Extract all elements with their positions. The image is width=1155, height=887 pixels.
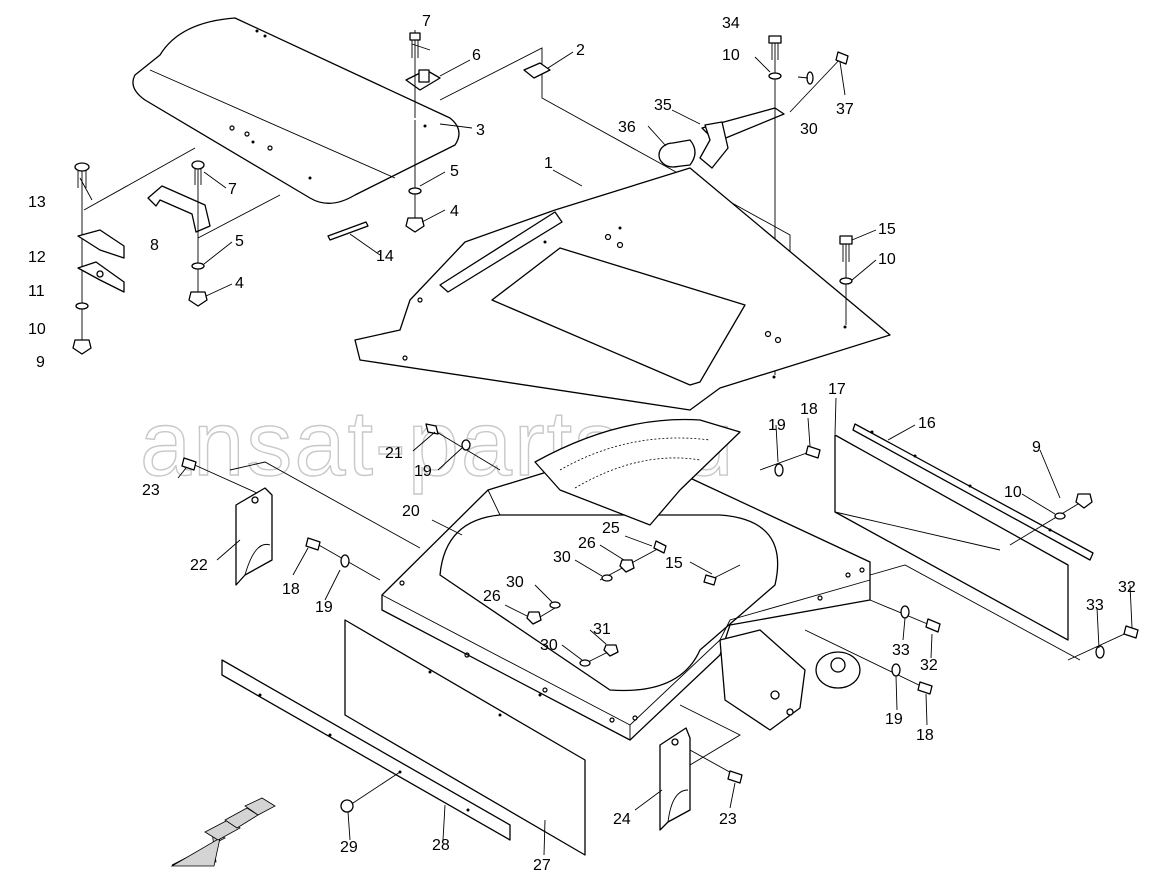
label-part-33a: 33 — [1086, 597, 1104, 614]
frame-bolts — [526, 540, 741, 667]
label-part-7b: 7 — [228, 181, 237, 198]
label-part-19a: 19 — [768, 417, 786, 434]
label-part-19c: 19 — [315, 599, 333, 616]
bottom-right-parts — [659, 704, 743, 831]
bolt-18-lower-right — [804, 629, 933, 695]
label-part-31: 31 — [593, 621, 611, 638]
bracket-part-2 — [523, 62, 551, 79]
label-part-27: 27 — [533, 857, 551, 874]
label-part-6: 6 — [472, 47, 481, 64]
label-part-5b: 5 — [235, 233, 244, 250]
label-part-8: 8 — [150, 237, 159, 254]
label-part-24: 24 — [613, 811, 631, 828]
label-part-29: 29 — [340, 839, 358, 856]
strip-part-14 — [327, 221, 369, 241]
label-part-30d: 30 — [540, 637, 558, 654]
label-part-9a: 9 — [36, 354, 45, 371]
bolt-21 — [425, 423, 501, 471]
label-part-23a: 23 — [142, 482, 160, 499]
hinge-part-6 — [405, 30, 441, 118]
floor-plate — [354, 167, 891, 411]
label-part-12: 12 — [28, 249, 46, 266]
label-part-18b: 18 — [282, 581, 300, 598]
part-labels: 7 6 2 3 5 4 1 34 10 35 36 30 37 13 7 8 5… — [28, 13, 1136, 874]
label-part-10b: 10 — [28, 321, 46, 338]
label-part-25: 25 — [602, 520, 620, 537]
label-part-4a: 4 — [450, 203, 459, 220]
label-part-4b: 4 — [235, 275, 244, 292]
label-part-17: 17 — [828, 381, 846, 398]
label-part-26a: 26 — [578, 535, 596, 552]
left-lower-parts — [181, 457, 421, 586]
label-part-32a: 32 — [1118, 579, 1136, 596]
label-part-10c: 10 — [878, 251, 896, 268]
label-part-20: 20 — [402, 503, 420, 520]
main-frame — [381, 467, 871, 741]
label-part-21: 21 — [385, 445, 403, 462]
label-part-19b: 19 — [414, 463, 432, 480]
bottom-panels — [221, 619, 586, 856]
label-part-5a: 5 — [450, 163, 459, 180]
label-part-18a: 18 — [800, 401, 818, 418]
label-part-28: 28 — [432, 837, 450, 854]
label-part-23b: 23 — [719, 811, 737, 828]
bolt-9-right — [1009, 493, 1093, 546]
label-part-19d: 19 — [885, 711, 903, 728]
label-part-34: 34 — [722, 15, 740, 32]
label-part-18c: 18 — [916, 727, 934, 744]
direction-arrow-icon — [170, 797, 276, 867]
label-part-1: 1 — [544, 155, 553, 172]
label-part-13: 13 — [28, 194, 46, 211]
frame-rear-bracket — [719, 629, 861, 731]
label-part-35: 35 — [654, 97, 672, 114]
bolt-18-upper-right — [759, 445, 821, 477]
label-part-30b: 30 — [553, 549, 571, 566]
label-part-7a: 7 — [422, 13, 431, 30]
label-part-14: 14 — [376, 248, 394, 265]
right-panels — [834, 423, 1094, 641]
bolt-15-right — [839, 235, 853, 325]
label-part-30c: 30 — [506, 574, 524, 591]
callout-leaders — [79, 43, 1133, 856]
label-part-33b: 33 — [892, 642, 910, 659]
top-cover-plate — [132, 17, 460, 204]
frame-inner-panel — [534, 418, 741, 526]
label-part-11: 11 — [28, 283, 45, 300]
label-part-15b: 15 — [665, 555, 683, 572]
bolts-32-33 — [869, 564, 1139, 661]
label-part-16: 16 — [918, 415, 936, 432]
label-part-37: 37 — [836, 101, 854, 118]
label-part-2: 2 — [576, 42, 585, 59]
label-part-36: 36 — [618, 119, 636, 136]
label-part-3: 3 — [476, 122, 485, 139]
label-part-32b: 32 — [920, 657, 938, 674]
label-part-26b: 26 — [483, 588, 501, 605]
label-part-30a: 30 — [800, 121, 818, 138]
label-part-10a: 10 — [722, 47, 740, 64]
left-small-parts — [72, 147, 281, 355]
label-part-10d: 10 — [1004, 484, 1022, 501]
washer-nut-under-plate — [405, 120, 425, 233]
label-part-22: 22 — [190, 557, 208, 574]
label-part-15a: 15 — [878, 221, 896, 238]
label-part-9b: 9 — [1032, 439, 1041, 456]
